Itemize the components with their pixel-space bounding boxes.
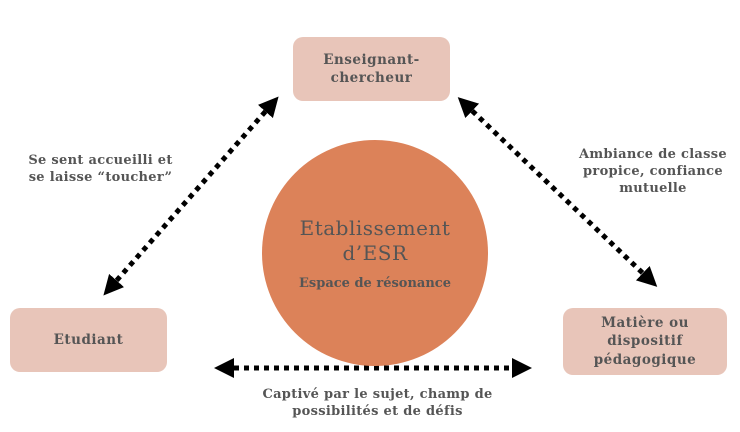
node-student: Etudiant bbox=[10, 308, 167, 372]
relation-label-left: Se sent accueilli et se laisse “toucher” bbox=[28, 153, 173, 185]
center-circle: Etablissement d’ESR Espace de résonance bbox=[262, 140, 488, 366]
node-subject: Matière ou dispositif pédagogique bbox=[563, 308, 727, 375]
node-teacher-researcher: Enseignant-chercheur bbox=[293, 37, 450, 101]
node-label: Enseignant-chercheur bbox=[323, 51, 420, 86]
node-label: Matière ou dispositif pédagogique bbox=[593, 315, 697, 368]
arrow-teacher-student bbox=[103, 96, 279, 296]
center-subtitle: Espace de résonance bbox=[299, 275, 451, 291]
relation-label-right: Ambiance de classe propice, confiance mu… bbox=[579, 147, 727, 196]
center-title: Etablissement d’ESR bbox=[299, 215, 451, 265]
arrow-teacher-subject bbox=[457, 97, 658, 287]
relation-label-bottom: Captivé par le sujet, champ de possibili… bbox=[262, 387, 493, 419]
node-label: Etudiant bbox=[53, 331, 124, 348]
